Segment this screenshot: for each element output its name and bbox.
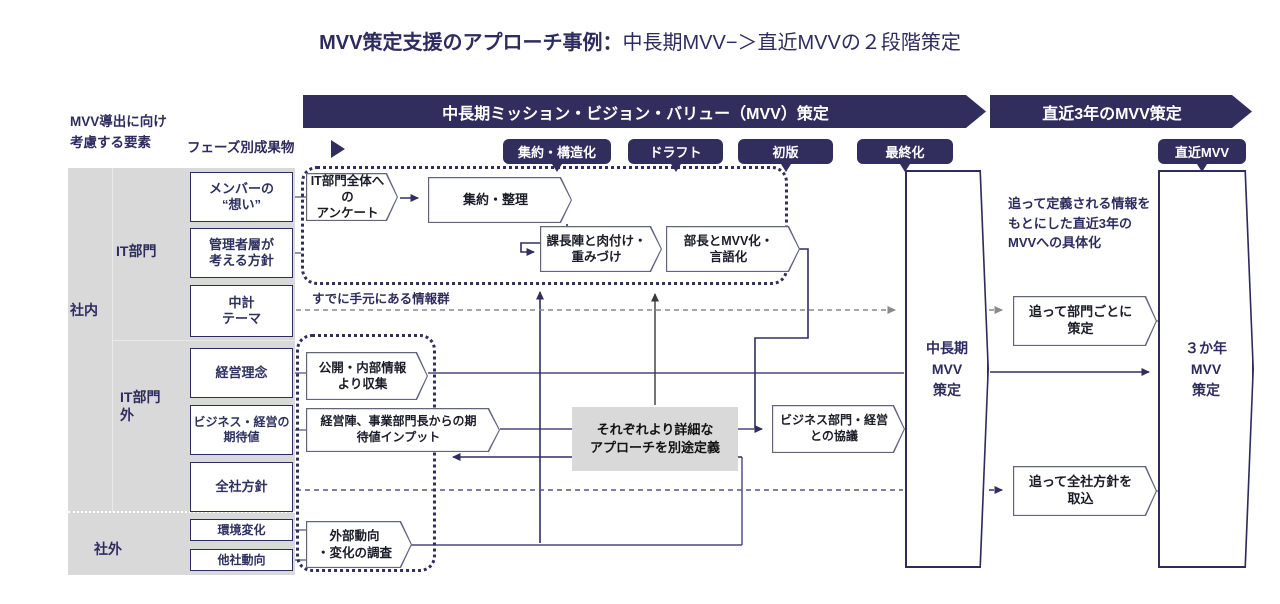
- panel-divider-horizontal: [112, 340, 295, 341]
- element-competitor-trend: 他社動向: [190, 549, 293, 571]
- group-non-it-dept: IT部門 外: [120, 389, 161, 424]
- pentagon-fill: [667, 227, 799, 271]
- phase-label: 集約・構造化: [517, 145, 596, 160]
- process-dept-heads-mvv: 部長とMVV化・ 言語化: [666, 226, 800, 272]
- note-separate-approach: それぞれより詳細な アプローチを別途定義: [572, 407, 738, 471]
- phase-label: 初版: [772, 145, 799, 160]
- phase-recent-mvv: 直近MVV: [1158, 139, 1246, 172]
- page-title-rest: 中長期MVV−＞直近MVVの２段階策定: [622, 32, 961, 54]
- phase-first-edition: 初版: [738, 139, 833, 172]
- pentagon-fill: [307, 353, 427, 399]
- output-label: ３か年 MVV 策定: [1185, 339, 1227, 398]
- pentagon-fill: [773, 406, 904, 452]
- pentagon-fill: [1014, 467, 1156, 515]
- note-later-defined-info: 追って定義される情報を もとにした直近3年の MVVへの具体化: [1008, 196, 1151, 250]
- banner-midterm-mvv: 中長期ミッション・ビジョン・バリュー（MVV）策定: [303, 95, 986, 128]
- phase-finalize: 最終化: [857, 139, 953, 172]
- element-business-expectation: ビジネス・経営の 期待値: [190, 405, 293, 455]
- process-it-survey: IT部門全体への アンケート: [306, 173, 398, 221]
- process-policy-later-import: 追って全社方針を 取込: [1013, 466, 1157, 516]
- label-phase-outputs: フェーズ別成果物: [187, 140, 295, 155]
- timeline-start-icon: [331, 140, 345, 158]
- element-environment-change: 環境変化: [190, 519, 293, 541]
- page-title-lead: MVV策定支援のアプローチ事例：: [319, 32, 623, 54]
- group-it-dept: IT部門: [116, 243, 157, 259]
- process-label: 部長とMVV化・ 言語化: [683, 233, 774, 264]
- tallbox-fill: [907, 172, 988, 567]
- phase-label: ドラフト: [649, 145, 702, 160]
- process-business-exec-consult: ビジネス部門・経営 との協議: [772, 405, 905, 453]
- page-title: MVV策定支援のアプローチ事例：中長期MVV−＞直近MVVの２段階策定: [0, 26, 1280, 55]
- phase-label: 最終化: [885, 145, 925, 160]
- pentagon-fill: [307, 409, 499, 451]
- phase-label: 直近MVV: [1174, 145, 1230, 160]
- pentagon-fill: [307, 174, 397, 220]
- pentagon-fill: [307, 522, 411, 567]
- process-label: 集約・整理: [462, 191, 528, 207]
- banner-recent-mvv: 直近3年のMVV策定: [990, 95, 1252, 128]
- process-label: ビジネス部門・経営 との協議: [779, 413, 888, 443]
- label-consider-elements: MVV導出に向け 考慮する要素: [70, 114, 167, 150]
- process-external-trend-survey: 外部動向 ・変化の調査: [306, 521, 412, 568]
- dotted-group-it-survey: [301, 166, 788, 285]
- tallbox-fill: [1160, 172, 1253, 567]
- process-label: 公開・内部情報 より収集: [318, 360, 407, 391]
- process-label: 外部動向 ・変化の調査: [316, 529, 392, 560]
- phase-draft: ドラフト: [628, 139, 723, 172]
- process-label: 課長陣と肉付け・ 重みづけ: [546, 233, 647, 264]
- note-existing-info: すでに手元にある情報群: [312, 292, 450, 306]
- process-label: 経営陣、事業部門長からの期 待値インプット: [320, 414, 477, 444]
- process-label: 追って部門ごとに 策定: [1028, 304, 1133, 336]
- output-midterm-mvv: 中長期 MVV 策定: [905, 170, 989, 568]
- group-internal: 社内: [70, 302, 98, 318]
- bubble-tail: [1197, 164, 1207, 172]
- pentagon-fill: [429, 178, 571, 222]
- pentagon-fill: [541, 227, 661, 271]
- pentagon-fill: [1014, 297, 1156, 345]
- panel-separator-internal-external: [68, 511, 295, 513]
- output-three-year-mvv: ３か年 MVV 策定: [1158, 170, 1254, 568]
- element-midplan-theme: 中計 テーマ: [190, 285, 293, 337]
- element-company-policy: 全社方針: [190, 462, 293, 512]
- phase-aggregate-structure: 集約・構造化: [503, 139, 611, 172]
- process-exec-expectation-input: 経営陣、事業部門長からの期 待値インプット: [306, 408, 500, 452]
- element-manager-policy: 管理者層が 考える方針: [190, 228, 293, 278]
- process-aggregate-organize: 集約・整理: [428, 177, 572, 223]
- group-external: 社外: [94, 541, 122, 557]
- bubble-tail: [780, 164, 791, 172]
- element-philosophy: 経営理念: [190, 348, 293, 398]
- output-label: 中長期 MVV 策定: [926, 339, 968, 398]
- element-member-thoughts: メンバーの “想い”: [190, 172, 293, 222]
- process-collect-public-internal: 公開・内部情報 より収集: [306, 352, 428, 400]
- process-section-chiefs-weighting: 課長陣と肉付け・ 重みづけ: [540, 226, 662, 272]
- bubble-tail: [900, 164, 910, 172]
- process-label: 追って全社方針を 取込: [1028, 474, 1133, 506]
- dotted-group-external-inputs: [296, 334, 436, 572]
- process-dept-later-definition: 追って部門ごとに 策定: [1013, 296, 1157, 346]
- process-label: IT部門全体への アンケート: [310, 173, 385, 221]
